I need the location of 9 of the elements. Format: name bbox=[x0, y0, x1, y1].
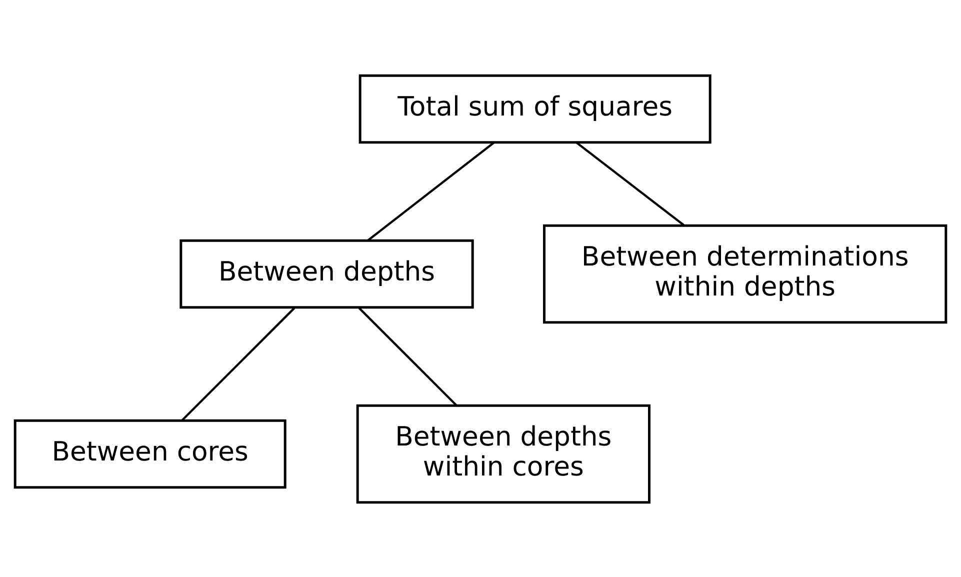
node-box: Between depths bbox=[180, 238, 474, 308]
node-box: Between depths within cores bbox=[356, 404, 650, 504]
connector bbox=[576, 141, 684, 226]
connector bbox=[358, 306, 458, 406]
node-box: Total sum of squares bbox=[358, 74, 712, 144]
connector bbox=[367, 141, 495, 241]
connector bbox=[182, 306, 296, 420]
node-box: Between cores bbox=[14, 418, 286, 488]
node-box: Between determinations within depths bbox=[543, 224, 948, 324]
